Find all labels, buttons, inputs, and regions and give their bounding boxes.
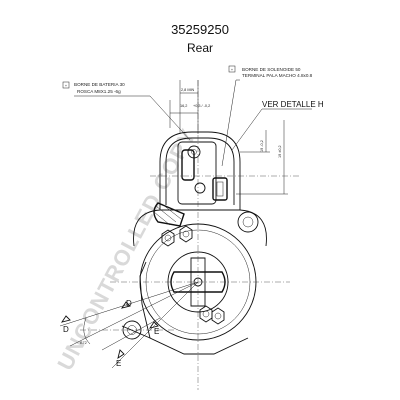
battery-leader-line xyxy=(74,95,191,141)
left-mounting-lug xyxy=(80,320,175,340)
detail-reference: VER DETALLE H xyxy=(262,100,324,109)
dim-left-label: 16,2 xyxy=(180,104,187,108)
section-markers: D D E E xyxy=(60,299,159,368)
marker-d-left: D xyxy=(63,325,69,334)
hex-bolt-upper-left xyxy=(161,229,175,247)
top-dimensions: 2,8 MIN 16,2 +0,3 / -0,2 xyxy=(169,80,210,134)
marker-e-upper: E xyxy=(154,327,159,336)
callout-marker: + xyxy=(65,84,68,88)
solenoid-terminal-label: BORNE DE SOLENOIDE 50 xyxy=(242,67,301,72)
dim-side-a: 19 -0,2 xyxy=(260,140,264,152)
solenoid-housing xyxy=(150,131,300,210)
marker-e-lower: E xyxy=(116,359,121,368)
arrow-d-right xyxy=(120,301,131,309)
solenoid-center-stud xyxy=(194,182,206,194)
solenoid-terminal-spec: TERMINAL PALA MACHO 4.8x0.8 xyxy=(242,73,313,78)
battery-terminal-label: BORNE DE BATERIA 30 xyxy=(74,82,125,87)
solenoid-terminal-callout: + BORNE DE SOLENOIDE 50 TERMINAL PALA MA… xyxy=(221,65,313,167)
side-dimensions: 19 -0,2 19 ±0,2 xyxy=(236,120,288,195)
battery-terminal-thread: ROSCA M8X1.25 -6g xyxy=(77,89,121,94)
flange-hole-right xyxy=(237,211,259,233)
cable-clip xyxy=(153,202,185,227)
section-lines: B72 xyxy=(59,281,199,369)
dim-top-label: 2,8 MIN xyxy=(181,88,195,92)
battery-terminal-callout: + BORNE DE BATERIA 30 ROSCA M8X1.25 -6g xyxy=(62,81,191,141)
hex-bolt-lower xyxy=(211,307,225,325)
callout-marker-box xyxy=(228,65,236,73)
arrow-d-left xyxy=(60,315,71,323)
hex-bolt-lower-right xyxy=(199,305,213,323)
callout-marker: + xyxy=(231,68,234,72)
solenoid-leader-line xyxy=(221,79,240,167)
marker-d-right: D xyxy=(126,299,132,308)
dim-left-tolerance: +0,3 / -0,2 xyxy=(193,104,210,108)
solenoid-spade-terminal xyxy=(212,177,228,201)
angle-label: B72 xyxy=(80,341,87,345)
dim-side-b: 19 ±0,2 xyxy=(278,145,282,158)
detail-leader-line xyxy=(231,108,312,151)
part-number: 35259250 xyxy=(171,22,229,37)
battery-terminal-stud xyxy=(187,145,201,159)
arrow-e-lower xyxy=(117,349,125,360)
callout-marker-box xyxy=(62,81,70,89)
arrow-e-upper xyxy=(148,321,159,329)
motor-housing xyxy=(110,80,290,390)
hex-bolt-top xyxy=(179,225,193,243)
view-title: Rear xyxy=(187,41,213,55)
